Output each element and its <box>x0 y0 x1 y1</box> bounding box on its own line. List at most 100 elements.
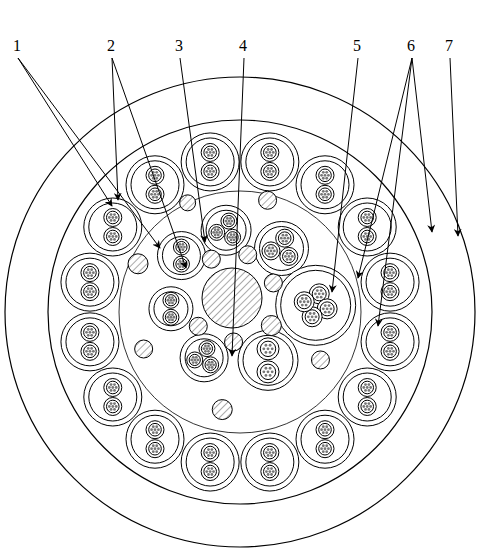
callout-number: 6 <box>407 38 415 54</box>
cable-part <box>84 326 97 339</box>
strand <box>282 240 285 243</box>
strand <box>303 300 306 303</box>
strand <box>90 287 93 290</box>
cable-part <box>128 254 148 274</box>
callout-number: 1 <box>13 38 21 54</box>
strand <box>207 467 210 470</box>
cable-part <box>264 446 277 459</box>
strand <box>110 219 113 222</box>
cable-part <box>84 345 97 358</box>
strand <box>286 258 289 261</box>
leader-line <box>450 58 458 236</box>
strand <box>328 304 331 307</box>
strand <box>390 328 393 331</box>
strand <box>115 386 118 389</box>
strand <box>364 389 367 392</box>
strand <box>171 313 174 316</box>
strand <box>270 148 273 151</box>
cable-part <box>209 224 225 240</box>
strand <box>270 454 273 457</box>
strand <box>368 408 371 411</box>
cable-part <box>361 313 419 371</box>
strand <box>322 425 325 428</box>
strand <box>387 274 390 277</box>
strand <box>210 154 213 157</box>
strand <box>154 193 157 196</box>
cable-part <box>173 256 189 272</box>
strand <box>362 386 365 389</box>
strand <box>90 347 93 350</box>
strand <box>268 470 271 473</box>
cable-part <box>225 229 241 245</box>
leader-line <box>18 58 112 206</box>
cable-part <box>187 352 203 368</box>
strand <box>92 290 95 293</box>
strand <box>327 447 330 450</box>
strand <box>309 312 312 315</box>
cable-part <box>319 423 332 436</box>
strand <box>157 428 160 431</box>
strand <box>85 271 88 274</box>
strand <box>267 167 270 170</box>
strand <box>113 408 116 411</box>
strand <box>265 374 268 377</box>
strand <box>262 347 265 350</box>
strand <box>171 301 174 304</box>
strand <box>387 334 390 337</box>
strand <box>322 307 325 310</box>
callout-number: 2 <box>107 38 115 54</box>
strand <box>209 451 212 454</box>
strand <box>320 447 323 450</box>
strand <box>272 170 275 173</box>
strand <box>390 347 393 350</box>
cable-part <box>261 444 279 462</box>
strand <box>210 454 213 457</box>
strand <box>284 255 287 258</box>
leader-line <box>232 58 244 356</box>
cable-part <box>106 211 119 224</box>
strand <box>152 190 155 193</box>
strand <box>265 367 268 370</box>
callout-number: 5 <box>353 38 361 54</box>
strand <box>87 274 90 277</box>
leader-line <box>358 58 412 278</box>
strand <box>196 359 199 362</box>
strand <box>154 447 157 450</box>
strand <box>168 301 171 304</box>
strand <box>267 148 270 151</box>
cable-part <box>283 250 296 263</box>
strand <box>369 405 372 408</box>
strand <box>325 196 328 199</box>
cable-part <box>89 203 137 251</box>
strand <box>328 311 331 314</box>
cable-part <box>239 246 257 264</box>
strand <box>324 311 327 314</box>
strand <box>209 470 212 473</box>
cable-part <box>131 161 179 209</box>
cable-part <box>246 438 294 486</box>
cable-part <box>294 292 314 312</box>
strand <box>85 350 88 353</box>
strand <box>287 237 290 240</box>
strand <box>268 451 271 454</box>
strand <box>210 473 213 476</box>
strand <box>212 470 215 473</box>
cable-part <box>173 239 189 255</box>
cable-part <box>281 270 351 340</box>
strand <box>268 252 271 255</box>
strand <box>171 318 174 321</box>
strand <box>266 249 269 252</box>
cable-part <box>81 323 99 341</box>
strand <box>368 402 371 405</box>
strand <box>207 350 210 353</box>
cable-part <box>204 446 217 459</box>
cable-part <box>243 335 293 385</box>
strand <box>318 292 321 295</box>
strand <box>207 454 210 457</box>
strand <box>369 235 372 238</box>
strand <box>385 271 388 274</box>
strand <box>369 216 372 219</box>
cable-part <box>181 433 239 491</box>
strand <box>270 167 273 170</box>
